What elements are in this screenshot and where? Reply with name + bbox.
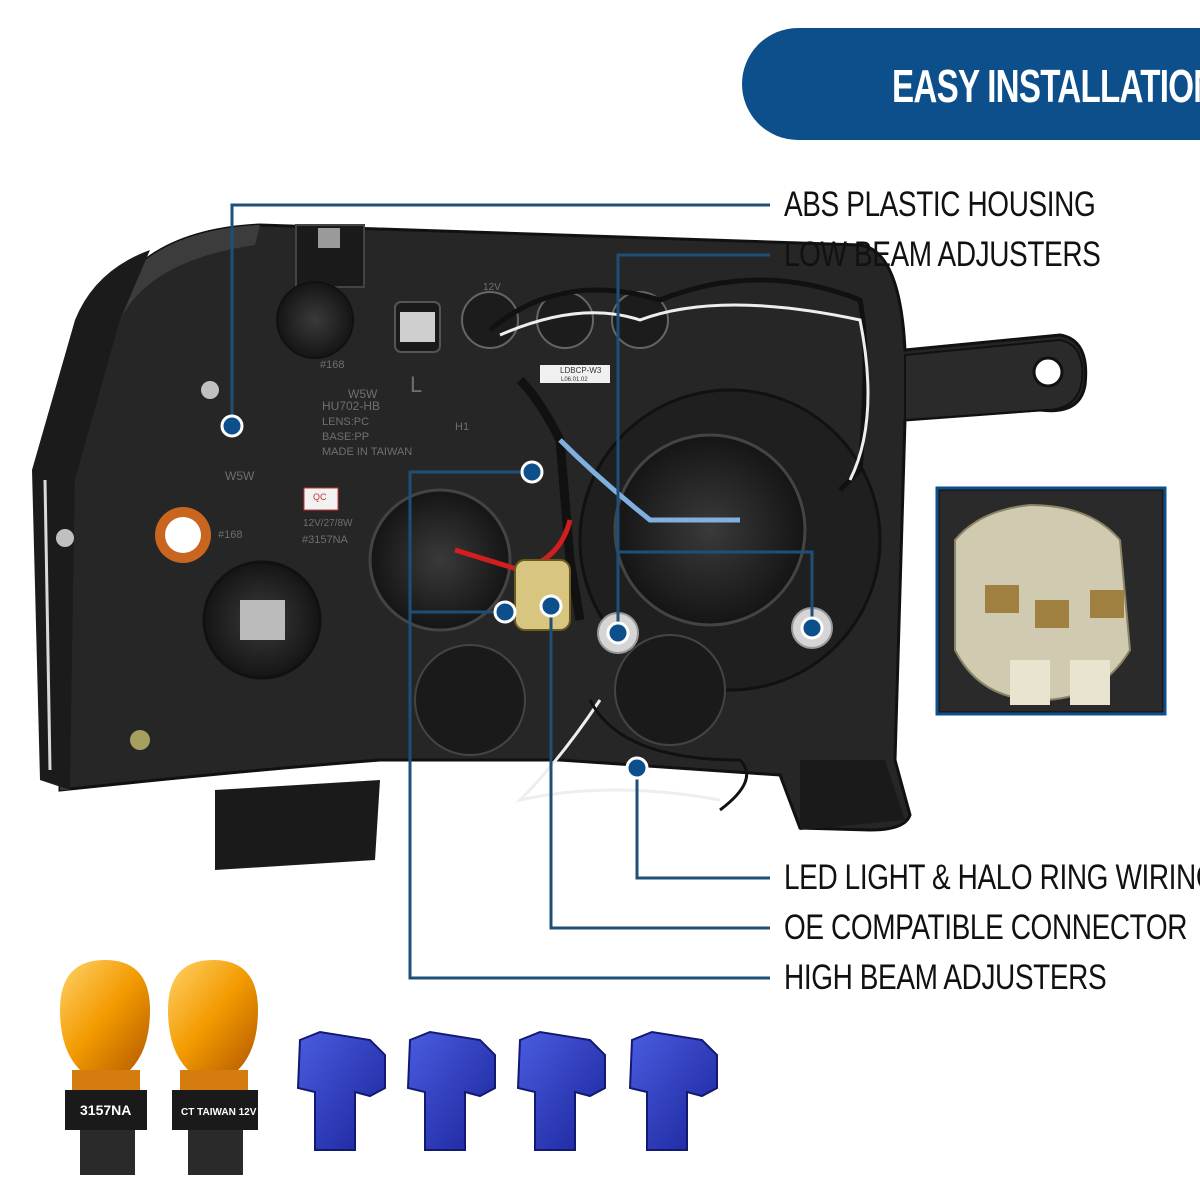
- label-led-wiring: LED LIGHT & HALO RING WIRING: [784, 858, 1200, 897]
- bulb-2-icon: CT TAIWAN 12V: [168, 960, 258, 1175]
- connector-4-icon: [628, 1030, 718, 1151]
- title-banner: [742, 28, 1200, 140]
- connector-2-icon: [406, 1030, 496, 1151]
- mark-tag-date: L06.01.02: [561, 377, 588, 383]
- mark-3157na: #3157NA: [302, 534, 349, 546]
- label-oe-connector: OE COMPATIBLE CONNECTOR: [784, 908, 1188, 947]
- bulb-1-label: 3157NA: [80, 1102, 131, 1118]
- mark-tag: LDBCP-W3: [560, 366, 602, 375]
- label-abs-housing: ABS PLASTIC HOUSING: [784, 185, 1096, 224]
- wiring-connector-closeup-icon: [935, 486, 1167, 716]
- bulb-1-icon: 3157NA: [60, 960, 150, 1175]
- connector-1-icon: [296, 1030, 386, 1151]
- mark-side: L: [410, 372, 422, 397]
- connector-3-icon: [516, 1030, 606, 1151]
- mark-168-left: #168: [218, 529, 242, 541]
- mark-lens: LENS:PC: [322, 416, 369, 428]
- mark-base: BASE:PP: [322, 431, 369, 443]
- mark-w5w-left: W5W: [225, 469, 255, 483]
- mark-168-top: #168: [320, 359, 344, 371]
- label-low-beam: LOW BEAM ADJUSTERS: [784, 235, 1101, 274]
- mark-origin: MADE IN TAIWAN: [322, 446, 412, 458]
- bulb-2-label: CT TAIWAN 12V: [181, 1107, 257, 1118]
- mark-qc: QC: [313, 492, 327, 502]
- mark-part-no: HU702-HB: [322, 399, 380, 413]
- label-high-beam: HIGH BEAM ADJUSTERS: [784, 958, 1107, 997]
- mark-h1: H1: [455, 421, 469, 433]
- mark-12v: 12V: [483, 282, 501, 293]
- mark-spec: 12V/27/8W: [303, 518, 353, 529]
